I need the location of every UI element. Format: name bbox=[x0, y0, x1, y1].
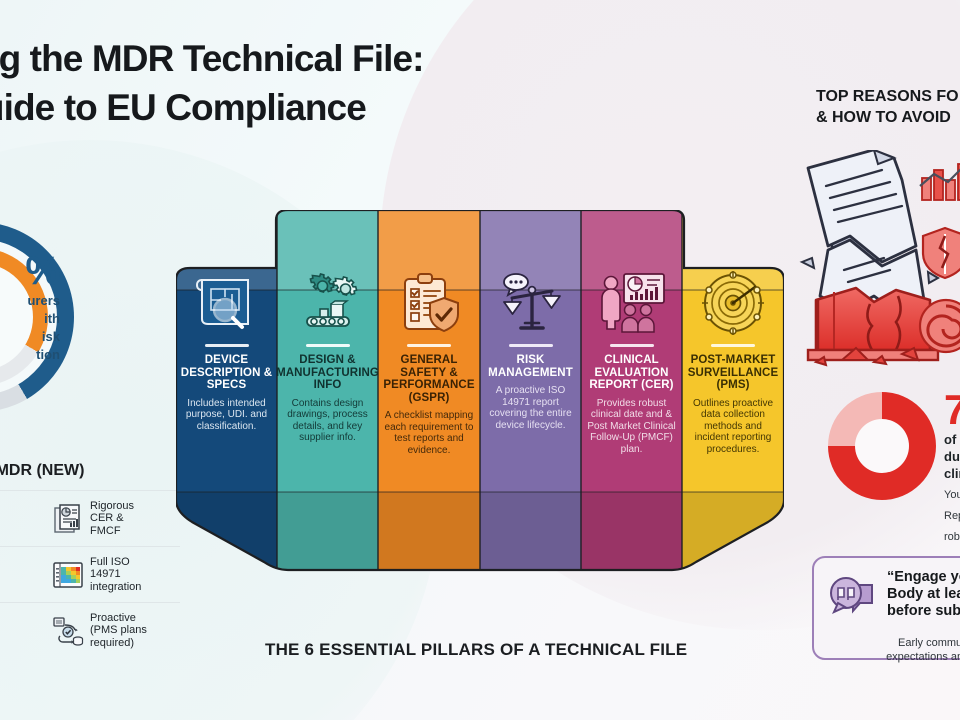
pillars-caption: THE 6 ESSENTIAL PILLARS OF A TECHNICAL F… bbox=[265, 640, 688, 659]
page-title: ring the MDR Technical File: Guide to EU… bbox=[0, 34, 594, 132]
pillar-heading: DEVICE DESCRIPTION & SPECS bbox=[180, 354, 273, 391]
ring-sub-3: isk bbox=[41, 329, 60, 344]
pillar-rule bbox=[508, 344, 553, 347]
quote-line-2: Body at lea bbox=[887, 586, 960, 602]
trend-chart-icon bbox=[919, 163, 960, 201]
comparison-new-label: Proactive (PMS plans required) bbox=[90, 612, 147, 650]
pillar-rule bbox=[407, 344, 451, 347]
comparison-new-label: Full ISO 14971 integration bbox=[90, 556, 141, 594]
comparison-old-cell: mal ments bbox=[0, 502, 45, 536]
clipboard-shield-icon bbox=[394, 270, 464, 336]
stat-note-1: You bbox=[944, 489, 960, 501]
report-chart-icon bbox=[51, 502, 85, 536]
mdd-vs-mdr-comparison: (OLD) vs. MDR (NEW) mal ments Rigorous C… bbox=[0, 462, 180, 658]
pillar-heading: CLINICAL EVALUATION REPORT (CER) bbox=[589, 354, 674, 391]
people-chart-icon bbox=[597, 270, 667, 336]
quote-sub-1: Early communicatio bbox=[898, 637, 960, 649]
risk-mini-icons bbox=[918, 160, 960, 375]
expert-quote-card: “Engage yo Body at lea before sub bbox=[812, 556, 960, 660]
comparison-new-label-3: integration bbox=[90, 580, 142, 593]
stat-label-1: of r bbox=[944, 432, 960, 447]
pillar-risk-management[interactable]: RISK MANAGEMENT A proactive ISO 14971 re… bbox=[480, 210, 581, 572]
ring-sub-1: urers bbox=[27, 293, 60, 308]
cracked-document-icon bbox=[778, 148, 943, 375]
stat-label-3: clin bbox=[944, 466, 960, 481]
ring-sub-2: ith bbox=[44, 311, 60, 326]
comparison-new-label: Rigorous CER & FMCF bbox=[90, 500, 134, 538]
risk-matrix-icon bbox=[51, 558, 85, 592]
comparison-row: mal ments Rigorous CER & FMCF bbox=[0, 490, 180, 546]
ring-percent: % bbox=[25, 249, 61, 293]
comparison-new-label-3: FMCF bbox=[90, 524, 121, 537]
pillar-rule bbox=[609, 344, 654, 347]
pillar-design-manufacturing[interactable]: DESIGN & MANUFACTURING INFO Contains des… bbox=[276, 210, 379, 572]
pillar-rule bbox=[204, 344, 249, 347]
pillar-body: Contains design drawings, process detail… bbox=[287, 397, 368, 444]
process-loop-icon bbox=[51, 614, 85, 648]
pillar-gspr[interactable]: GENERAL SAFETY & PERFORMANCE (GSPR) A ch… bbox=[378, 210, 480, 572]
pillar-body: Includes intended purpose, UDI. and clas… bbox=[185, 397, 268, 432]
rejection-stat-donut bbox=[828, 392, 936, 500]
six-pillars-group: DEVICE DESCRIPTION & SPECS Includes inte… bbox=[176, 210, 784, 572]
stat-note-2: Rep bbox=[944, 510, 960, 522]
pillar-pms[interactable]: POST-MARKET SURVEILLANCE (PMS) Outlines … bbox=[682, 210, 784, 572]
comparison-new-cell: Rigorous CER & FMCF bbox=[51, 500, 180, 538]
pillar-heading: DESIGN & MANUFACTURING INFO bbox=[276, 354, 379, 391]
comparison-new-label-1: Proactive bbox=[90, 611, 136, 624]
comparison-row: tive Proactive (PMS plans required) bbox=[0, 602, 180, 658]
donut-hole bbox=[855, 419, 909, 473]
stat-label-2: due bbox=[944, 449, 960, 464]
quote-subtext: Early communicatio expectations and prev… bbox=[826, 636, 960, 664]
comparison-title: (OLD) vs. MDR (NEW) bbox=[0, 462, 85, 479]
blueprint-magnifier-icon bbox=[192, 270, 262, 336]
comparison-new-cell: Full ISO 14971 integration bbox=[51, 556, 180, 594]
comparison-new-cell: Proactive (PMS plans required) bbox=[51, 612, 180, 650]
pillar-columns bbox=[176, 210, 784, 570]
comparison-new-label-2: CER & bbox=[90, 512, 124, 525]
pillar-rule bbox=[711, 344, 755, 347]
pillar-rule bbox=[305, 344, 350, 347]
quote-line-1: “Engage yo bbox=[887, 569, 960, 585]
stat-percent: 7 bbox=[944, 386, 960, 433]
comparison-new-label-3: required) bbox=[90, 636, 135, 649]
pillar-cer[interactable]: CLINICAL EVALUATION REPORT (CER) Provide… bbox=[581, 210, 682, 572]
pillar-heading: POST-MARKET SURVEILLANCE (PMS) bbox=[687, 354, 779, 391]
manufacturer-ring-chart bbox=[0, 222, 74, 412]
gears-conveyor-icon bbox=[293, 270, 363, 336]
pillars-shape bbox=[176, 210, 784, 572]
quote-bubble-icon bbox=[826, 575, 878, 621]
comparison-old-cell: tive bbox=[0, 614, 45, 648]
pillar-body: A proactive ISO 14971 report covering th… bbox=[489, 385, 572, 431]
comparison-old-cell: nalysis bbox=[0, 558, 45, 592]
comparison-row: nalysis Full ISO 14971 integration bbox=[0, 546, 180, 602]
top-reasons-heading: TOP REASONS FO & HOW TO AVOID bbox=[816, 86, 960, 128]
pillar-heading: RISK MANAGEMENT bbox=[488, 354, 573, 379]
title-line-2: Guide to EU Compliance bbox=[0, 87, 367, 128]
target-spiral-icon bbox=[918, 298, 960, 354]
pillar-body: Provides robust clinical date and & Post… bbox=[587, 397, 676, 455]
stat-note-3: robu bbox=[944, 531, 960, 543]
comparison-new-label-2: 14971 bbox=[90, 568, 121, 581]
pillar-heading: GENERAL SAFETY & PERFORMANCE (GSPR) bbox=[383, 354, 475, 404]
rejection-stat-text: 7 of r due clin You Rep robu bbox=[944, 386, 960, 544]
comparison-new-label-1: Full ISO bbox=[90, 555, 130, 568]
top-reasons-line-1: TOP REASONS FO bbox=[816, 88, 959, 105]
quote-text-block: “Engage yo Body at lea before sub bbox=[887, 569, 960, 647]
quote-sub-2: expectations and preven bbox=[886, 651, 960, 663]
balance-scales-icon bbox=[496, 270, 566, 336]
pillar-body: A checklist mapping each requirement to … bbox=[384, 410, 474, 456]
ring-chart-label: % urers ith isk tion bbox=[0, 249, 61, 362]
quote-line-3: before sub bbox=[887, 603, 960, 619]
pillar-body: Outlines proactive data collection metho… bbox=[692, 397, 774, 455]
comparison-new-label-1: Rigorous bbox=[90, 499, 135, 512]
pillar-device-description[interactable]: DEVICE DESCRIPTION & SPECS Includes inte… bbox=[176, 210, 277, 572]
top-reasons-line-2: & HOW TO AVOID bbox=[816, 109, 951, 126]
broken-shield-icon bbox=[921, 226, 960, 280]
radar-target-icon bbox=[698, 270, 768, 336]
comparison-new-label-2: (PMS plans bbox=[90, 624, 147, 637]
ring-sub-4: tion bbox=[36, 347, 60, 362]
title-line-1: ring the MDR Technical File: bbox=[0, 38, 424, 79]
